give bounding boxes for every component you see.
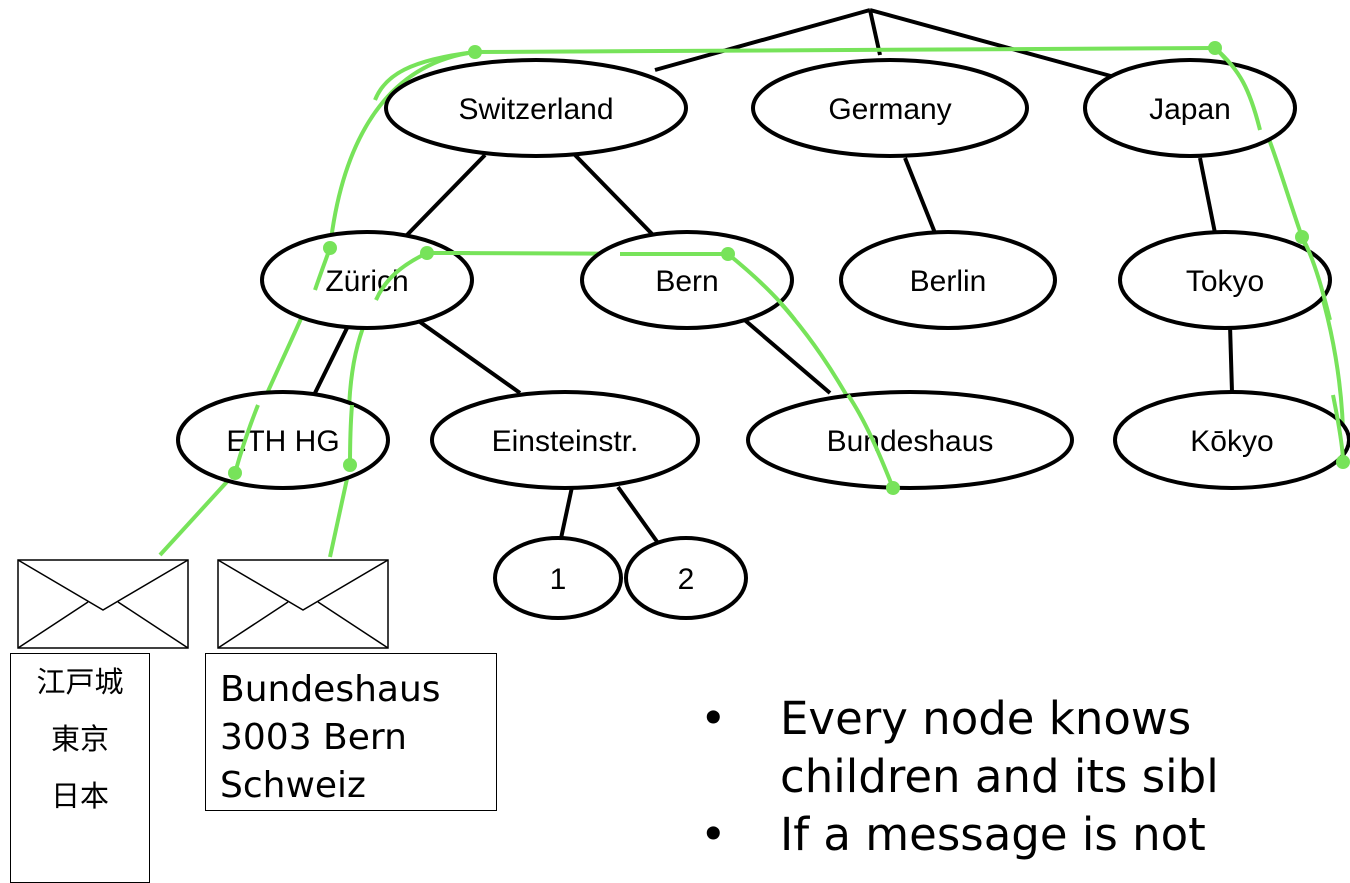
node-label: Kōkyo [1190,425,1273,458]
envelope-left [17,559,189,649]
node-label: 1 [550,563,567,596]
route-overlay [726,252,797,322]
route-overlay [348,404,354,466]
node-label: Japan [1149,93,1231,126]
route-eth-envelope [158,471,237,557]
node-label: Zürich [325,265,408,298]
bullet-line: Every node knows [780,692,1192,745]
address-line: 江戸城 [36,665,124,699]
route-dot [468,45,482,59]
route-switzerland-zurich [328,50,476,249]
swiss-address-label: Bundeshaus 3003 Bern Schweiz [205,653,497,811]
edge-zurich-einstein [418,320,522,395]
bullet-text: Every node knows children and its sibl [780,690,1219,806]
edge-switzerland-bern [573,153,657,239]
node-label: Bundeshaus [827,425,994,458]
address-line: 東京 [50,722,109,756]
route-top [474,46,1216,54]
tree-edges [313,8,1234,545]
node-berlin: Berlin [839,230,1057,330]
route-overlay [1213,46,1262,131]
node-label: Germany [828,93,951,126]
route-overlay [846,393,895,489]
edge-tokyo-kokyo [1228,324,1234,393]
route-dot [1208,41,1222,55]
bullet-marker: • [700,692,727,745]
node-2: 2 [624,536,748,620]
node-eth-hg: ETH HG [176,390,390,490]
node-kokyo: Kōkyo [1113,390,1350,490]
edge-switzerland-zurich [403,153,487,239]
bullet-marker: • [700,808,727,861]
envelope-right [217,559,389,649]
bullet-list: • Every node knows children and its sibl… [700,690,1350,864]
address-line: Schweiz [220,765,366,806]
route-dot [323,241,337,255]
address-line: 3003 Bern [220,717,407,758]
bullet-line: children and its sibl [780,750,1219,803]
route-dot [420,246,434,260]
bullet-text: If a message is not [780,806,1206,864]
node-label: 2 [678,563,695,596]
node-label: Berlin [910,265,987,298]
bullet-item: • Every node knows children and its sibl [700,690,1350,806]
route-dot [721,247,735,261]
node-label: Switzerland [458,93,613,126]
node-1: 1 [493,536,623,620]
edge-einstein-1 [558,486,574,544]
node-switzerland: Switzerland [384,58,688,158]
node-label: Tokyo [1186,265,1264,298]
node-tokyo: Tokyo [1118,230,1332,330]
route-dot [343,458,357,472]
edge-germany-berlin [903,157,937,234]
edge-bern-bundeshaus [738,314,832,395]
route-overlay [1300,236,1332,321]
routing-path-overlay [233,46,1345,489]
edge-zurich-eth [313,321,352,394]
route-dots [228,41,1350,495]
edge-root-germany [868,9,882,56]
route-dot [886,481,900,495]
japanese-address-label: 江戸城 東京 日本 [10,653,150,883]
node-label: Einsteinstr. [492,425,639,458]
bullet-item: • If a message is not [700,806,1350,864]
address-line: 日本 [50,779,109,813]
route-dot [1295,230,1309,244]
edge-root-japan [869,8,1119,80]
node-label: Bern [655,265,718,298]
route-overlay [374,251,428,301]
node-germany: Germany [751,58,1029,158]
edge-einstein-2 [616,485,660,545]
route-dot [1336,455,1350,469]
node-einsteinstr: Einsteinstr. [430,390,700,490]
tree-nodes: Switzerland Germany Japan Zürich Bern Be… [176,58,1350,620]
route-overlay [373,50,476,101]
edge-root-switzerland [654,8,871,72]
bullet-line: If a message is not [780,808,1206,861]
route-dot [228,466,242,480]
edge-japan-tokyo [1198,157,1217,234]
address-line: Bundeshaus [220,669,441,710]
node-bundeshaus: Bundeshaus [746,390,1074,490]
node-japan: Japan [1083,58,1297,158]
node-zurich: Zürich [260,230,474,330]
